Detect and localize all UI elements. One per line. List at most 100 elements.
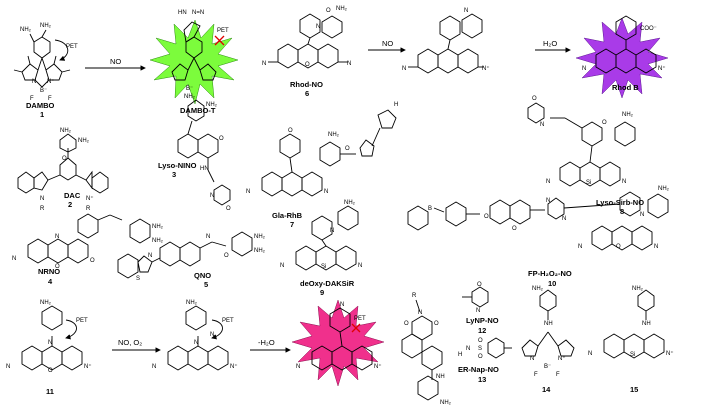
atom-b: B⁻	[544, 364, 551, 370]
pet-label: PET	[76, 318, 88, 324]
atom-n: N	[210, 193, 214, 199]
atom-nh: NH	[642, 321, 651, 327]
atom-o: O	[616, 244, 621, 250]
atom-s: S	[136, 276, 140, 282]
atom-nh2: NH₂	[60, 128, 72, 134]
compound-14: NH₂ NH N N⁺ B⁻ F F 14	[521, 286, 575, 394]
atom-n: N	[262, 61, 266, 67]
atom-nh2: NH₂	[152, 238, 164, 244]
atom-n: N	[246, 189, 250, 195]
compound-deoxy-daksir: NH₂ N Si N N deOxy-DAKSiR 9	[280, 200, 362, 297]
atom-n: N	[582, 66, 586, 72]
atom-nh2: NH₂	[20, 27, 32, 33]
atom-r: R	[86, 206, 91, 212]
atom-si: Si	[321, 264, 326, 270]
atom-b: B⁻	[40, 88, 47, 94]
compound-er-nap-no: H N S O O ER-Nap-NO 13	[458, 337, 512, 384]
atom-r: R	[412, 293, 417, 299]
atom-n: N	[578, 244, 582, 250]
atom-n: N	[316, 24, 320, 30]
compound-lyso-nino: NH₂ NH₂ O HN N O Lyso-NINO 3	[158, 94, 231, 212]
number-12: 12	[478, 326, 486, 335]
compound-lynp-no: O N LyNP-NO 12	[462, 282, 499, 335]
name-gla-rhb: Gla-RhB	[272, 211, 303, 220]
atom-hn: HN	[200, 166, 209, 172]
atom-o: O	[219, 136, 224, 142]
purple-burst-icon	[575, 17, 669, 99]
compound-fp-h2o2-no: B O O N N NH₂ N O N N FP-H₂O₂-NO 10	[407, 186, 670, 288]
atom-o: O	[404, 321, 409, 327]
atom-np: N⁺	[230, 363, 238, 370]
atom-nh2: NH₂	[186, 300, 198, 306]
atom-h: H	[458, 352, 462, 358]
number-10: 10	[548, 279, 556, 288]
atom-n: N	[324, 189, 328, 195]
atom-o: O	[90, 258, 95, 264]
atom-si: Si	[586, 180, 591, 186]
atom-o: O	[478, 338, 483, 344]
atom-np: N⁺	[374, 363, 382, 370]
atom-nh2: NH₂	[658, 186, 670, 192]
reaction-arrow-3: H₂O	[535, 39, 571, 53]
atom-f: F	[48, 96, 52, 102]
compound-11: NH₂ N O N N⁺ PET 11	[6, 300, 92, 396]
pet-blocked-cross-icon	[351, 323, 361, 333]
atom-np: N⁺	[658, 65, 666, 72]
atom-r: R	[40, 206, 45, 212]
compound-rhod-no: O NH₂ N N N O Rhod-NO 6	[262, 6, 351, 98]
atom-nh2: NH₂	[78, 138, 90, 144]
atom-n: N	[206, 234, 210, 240]
compound-qno: S N N O NH₂ NH₂ QNO 5	[117, 231, 266, 289]
atom-n: N	[530, 356, 534, 362]
atom-nh2: NH₂	[184, 94, 196, 100]
atom-nh2: NH₂	[152, 224, 164, 230]
name-qno: QNO	[194, 271, 211, 280]
number-6: 6	[305, 89, 309, 98]
reagent-no: NO	[382, 39, 393, 48]
atom-nh2: NH₂	[622, 112, 634, 118]
atom-nn: N=N	[192, 10, 204, 16]
number-11: 11	[46, 387, 54, 396]
atom-o: O	[478, 354, 483, 360]
number-1: 1	[40, 110, 44, 119]
name-fp-h2o2-no: FP-H₂O₂-NO	[528, 269, 572, 278]
atom-n: N	[194, 340, 198, 346]
atom-o: O	[48, 368, 53, 374]
compound-nrno: N N O O NH₂ NH₂ NRNO 4	[12, 213, 164, 286]
atom-o: O	[224, 253, 229, 259]
atom-n: N	[330, 228, 334, 234]
pet-label: PET	[66, 44, 78, 50]
atom-n: N	[152, 364, 156, 370]
name-dambo-t: DAMBO-T	[180, 106, 216, 115]
atom-n: N	[6, 364, 10, 370]
name-er-nap-no: ER-Nap-NO	[458, 365, 499, 374]
atom-nh2: NH₂	[336, 6, 348, 12]
atom-n: N	[418, 310, 422, 316]
compound-gla-rhb: H NH₂ O O N N Gla-RhB 7	[246, 102, 398, 229]
name-dambo: DAMBO	[26, 101, 54, 110]
atom-n: N	[464, 8, 468, 14]
atom-n: N	[40, 196, 44, 202]
atom-n: N	[622, 179, 626, 185]
compound-triazole-product: N PET N N⁺	[291, 299, 385, 387]
atom-hn: HN	[178, 10, 187, 16]
name-lyso-nino: Lyso-NINO	[158, 161, 197, 170]
compound-dambo-t: HN N=N PET B⁻ DAMBO-T	[149, 10, 239, 115]
atom-n: N	[540, 122, 544, 128]
atom-n: N	[546, 179, 550, 185]
atom-n: N	[32, 79, 36, 85]
atom-n: N	[12, 256, 16, 262]
atom-o: O	[512, 226, 517, 232]
pet-curved-arrow	[54, 39, 69, 61]
compound-intermediate-rhod: N N N⁺	[402, 8, 490, 74]
reagent-h2o: H₂O	[543, 39, 557, 48]
reaction-arrow-5: -H₂O	[250, 338, 291, 353]
atom-np: N⁺	[666, 350, 674, 357]
pet-label: PET	[217, 28, 229, 34]
atom-np: N⁺	[482, 65, 490, 72]
atom-nh2: NH₂	[40, 23, 52, 29]
atom-o: O	[345, 146, 350, 152]
atom-nh2: NH₂	[206, 102, 218, 108]
compound-dambo: NH₂ NH₂ N N⁺ B⁻ F F PET DAMBO 1	[13, 23, 78, 119]
